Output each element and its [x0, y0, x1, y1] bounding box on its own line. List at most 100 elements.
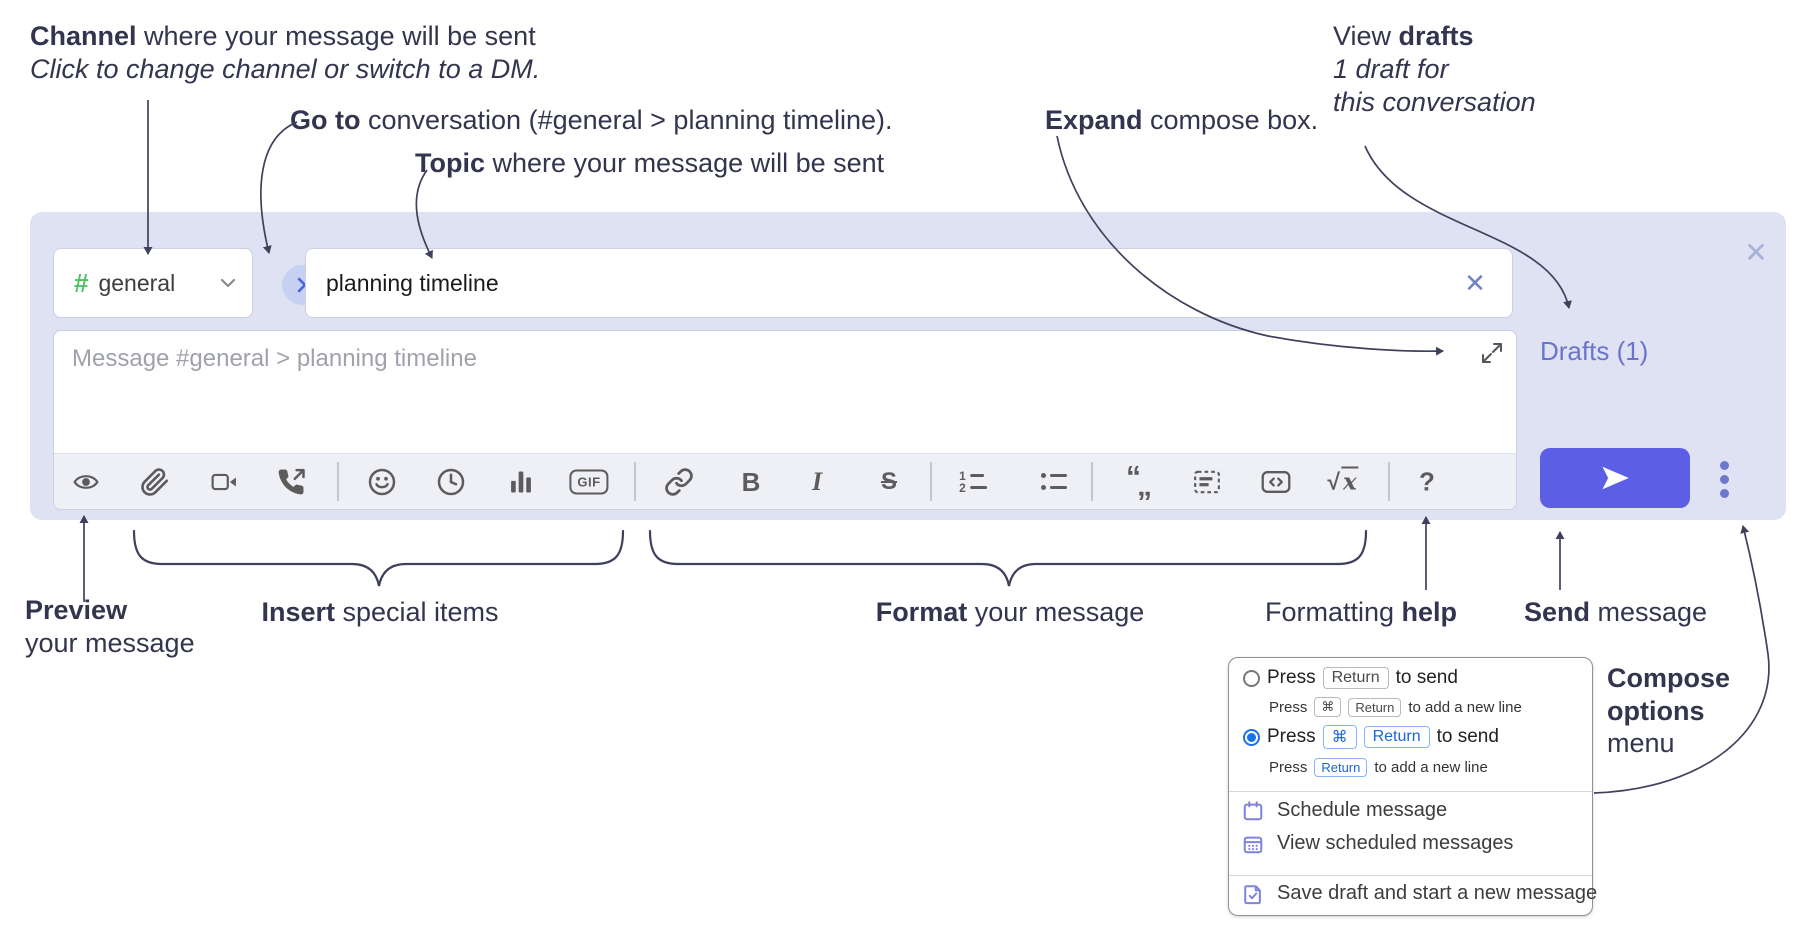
popup-divider — [1229, 875, 1592, 876]
label-compose-options: Compose options menu — [1607, 662, 1730, 760]
label-compose-options-rest: menu — [1607, 728, 1675, 758]
annotation-goto-rest: conversation (#general > planning timeli… — [360, 105, 893, 135]
send-option-cmd-return-sub: Press Return to add a new line — [1269, 758, 1488, 777]
annotation-expand: Expand compose box. — [1045, 104, 1318, 137]
annotation-drafts-line2: 1 draft for — [1333, 54, 1449, 84]
smiley-icon — [368, 468, 396, 495]
radio-unselected-icon[interactable] — [1243, 669, 1260, 687]
add-gif-button[interactable]: GIF — [569, 469, 609, 494]
option2-suffix: to send — [1436, 726, 1499, 747]
toolbar-divider — [930, 462, 932, 501]
label-format: Format your message — [876, 596, 1145, 629]
add-video-call-button[interactable] — [208, 469, 240, 495]
drafts-link[interactable]: Drafts (1) — [1540, 336, 1649, 366]
annotation-drafts: View drafts 1 draft for this conversatio… — [1333, 20, 1536, 119]
popup-divider — [1229, 791, 1592, 792]
option2-press: Press — [1267, 726, 1316, 747]
expand-compose-icon[interactable] — [1480, 341, 1504, 365]
menu-item-schedule-message[interactable]: Schedule message — [1242, 799, 1447, 822]
italic-button[interactable]: I — [812, 468, 822, 495]
bold-button[interactable]: B — [742, 469, 761, 495]
annotation-topic-rest: where your message will be sent — [485, 148, 885, 178]
send-option-return[interactable]: Press Return to send — [1243, 667, 1458, 689]
chevron-down-icon — [220, 278, 236, 288]
annotation-channel-rest: where your message will be sent — [136, 21, 536, 51]
formatting-help-button[interactable]: ? — [1419, 466, 1435, 497]
channel-selector[interactable]: # general — [53, 248, 253, 318]
link-button[interactable] — [664, 467, 694, 497]
code-button[interactable] — [1261, 468, 1291, 496]
option2-sub-suffix: to add a new line — [1374, 759, 1488, 776]
draft-document-icon — [1244, 884, 1261, 904]
gif-icon: GIF — [577, 474, 601, 489]
message-area: GIF B I S 1 2 — [53, 330, 1517, 510]
bulleted-list-button[interactable] — [1041, 470, 1067, 494]
close-compose-icon[interactable]: ✕ — [1744, 236, 1768, 268]
option1-sub-press: Press — [1269, 698, 1308, 716]
channel-hash-icon: # — [74, 267, 89, 298]
kbd-return-blue: Return — [1363, 726, 1430, 748]
kebab-dot — [1720, 461, 1729, 470]
annotation-goto: Go to conversation (#general > planning … — [290, 104, 893, 137]
annotation-channel: Channel where your message will be sent — [30, 20, 536, 53]
add-voice-call-button[interactable] — [276, 467, 306, 497]
label-help-bold: help — [1401, 597, 1458, 627]
numbered-list-button[interactable]: 1 2 — [959, 470, 987, 494]
toolbar-divider — [337, 462, 339, 501]
radio-selected-icon[interactable] — [1243, 728, 1260, 746]
topic-input[interactable] — [305, 248, 1513, 318]
quote-icon: “„ — [1126, 460, 1152, 502]
send-option-return-sub: Press ⌘ Return to add a new line — [1269, 697, 1522, 717]
menu-item-label: Schedule message — [1277, 799, 1448, 821]
compose-box-panel: # general ✕ ✕ — [30, 212, 1786, 520]
add-poll-button[interactable] — [507, 468, 535, 496]
emoji-button[interactable] — [367, 467, 397, 497]
annotation-expand-rest: compose box. — [1142, 105, 1319, 135]
ol-number-2: 2 — [959, 480, 966, 495]
label-format-bold: Format — [875, 597, 968, 627]
compose-options-menu-button[interactable] — [1720, 461, 1729, 498]
math-button[interactable]: √x — [1327, 466, 1359, 495]
clock-icon — [437, 468, 465, 495]
bold-icon: B — [741, 466, 761, 497]
menu-item-view-scheduled[interactable]: View scheduled messages — [1242, 832, 1513, 855]
annotation-goto-bold: Go to — [290, 105, 361, 135]
kebab-dot — [1720, 475, 1729, 484]
label-formatting-help: Formatting help — [1265, 596, 1457, 629]
spoiler-button[interactable] — [1193, 469, 1221, 495]
code-icon — [1261, 470, 1291, 493]
quote-button[interactable]: “„ — [1126, 460, 1152, 502]
label-send: Send message — [1524, 596, 1707, 629]
label-preview-line2: your message — [25, 628, 195, 658]
link-icon — [665, 467, 693, 496]
message-input[interactable] — [54, 331, 1516, 455]
annotation-drafts-line1: View drafts — [1333, 20, 1536, 53]
send-option-cmd-return[interactable]: Press ⌘ Return to send — [1243, 725, 1499, 749]
bulleted-list-icon — [1041, 470, 1067, 494]
annotation-channel-sub: Click to change channel or switch to a D… — [30, 54, 541, 84]
menu-item-save-draft[interactable]: Save draft and start a new message — [1242, 882, 1597, 905]
expand-arrows-icon — [1482, 343, 1502, 363]
annotation-expand-bold: Expand — [1045, 105, 1143, 135]
preview-button[interactable] — [69, 469, 103, 495]
annotation-drafts-line3: this conversation — [1333, 87, 1536, 117]
label-preview: Preview your message — [25, 594, 195, 660]
paperclip-icon — [141, 467, 169, 496]
spoiler-icon — [1194, 470, 1220, 493]
toolbar-divider — [634, 462, 636, 501]
video-camera-icon — [211, 473, 236, 490]
add-global-time-button[interactable] — [436, 467, 466, 497]
strikethrough-button[interactable]: S — [881, 469, 897, 494]
annotation-topic: Topic where your message will be sent — [415, 147, 884, 180]
label-compose-options-bold2: options — [1607, 695, 1705, 726]
toolbar-divider — [1091, 462, 1093, 501]
menu-item-label: View scheduled messages — [1277, 832, 1514, 854]
label-format-rest: your message — [967, 597, 1145, 627]
topic-clear-icon[interactable]: ✕ — [1464, 267, 1486, 298]
label-preview-bold: Preview — [25, 595, 128, 625]
calendar-icon — [1243, 800, 1263, 820]
attach-file-button[interactable] — [140, 467, 170, 497]
calendar-grid-icon — [1243, 836, 1263, 853]
send-button[interactable] — [1540, 448, 1690, 508]
